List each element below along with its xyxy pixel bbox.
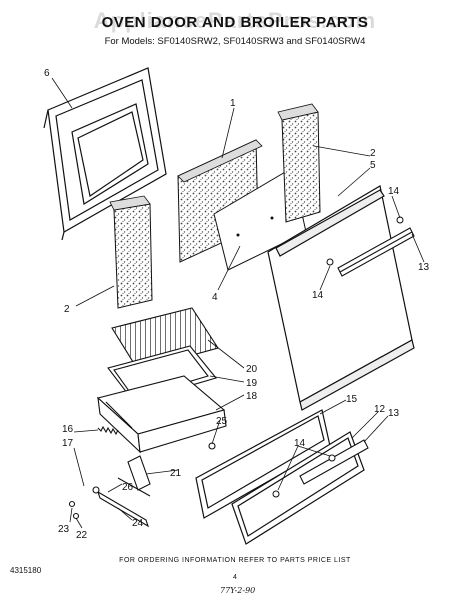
- leader-lines: [51, 77, 425, 529]
- callout-6: 6: [44, 68, 50, 79]
- callout-18: 18: [246, 391, 258, 402]
- outer-door-panel: [267, 185, 415, 411]
- callout-13-lower: 13: [388, 408, 400, 419]
- drawer-handle-lower: [299, 439, 369, 485]
- door-handle-upper: [337, 227, 415, 277]
- callout-19: 19: [246, 378, 258, 389]
- callout-15: 15: [346, 394, 358, 405]
- broiler-drawer-front-inner: [195, 409, 331, 519]
- callout-2-upper: 2: [370, 148, 376, 159]
- handle-screw: [326, 258, 334, 266]
- callout-21: 21: [170, 468, 182, 479]
- document-number: 4315180: [10, 566, 42, 575]
- watermark: AppliancePartsPros.com: [93, 8, 377, 33]
- model-list: For Models: SF0140SRW2, SF0140SRW3 and S…: [104, 36, 366, 47]
- drawer-spring: [97, 425, 119, 436]
- insulation-strip-left: [109, 195, 153, 309]
- callout-14-lower: 14: [294, 438, 306, 449]
- callout-17: 17: [62, 438, 74, 449]
- diagram-title: OVEN DOOR AND BROILER PARTS: [101, 14, 369, 31]
- drawer-screw: [272, 490, 280, 498]
- door-insulation-main: [177, 139, 307, 271]
- callout-4: 4: [212, 292, 218, 303]
- handwritten-note: 77Y-2-90: [220, 586, 256, 595]
- callout-20: 20: [246, 364, 258, 375]
- broiler-drawer: [96, 375, 227, 454]
- callout-13-upper: 13: [418, 262, 430, 273]
- callout-24: 24: [132, 518, 144, 529]
- drawer-screw: [328, 454, 336, 462]
- insulation-strip-right: [277, 103, 321, 223]
- callout-16: 16: [62, 424, 74, 435]
- callout-1: 1: [230, 98, 236, 109]
- callout-12: 12: [374, 404, 386, 415]
- page-number: 4: [233, 574, 237, 581]
- callout-numbers: 6 1 2 5 14 13 14 4 2 20 19 18 25 15 12 1…: [44, 68, 430, 541]
- ordering-info: FOR ORDERING INFORMATION REFER TO PARTS …: [119, 557, 351, 564]
- callout-5: 5: [370, 160, 376, 171]
- callout-14-upper: 14: [388, 186, 400, 197]
- callout-26: 26: [122, 482, 134, 493]
- callout-22: 22: [76, 530, 88, 541]
- inner-door-liner: [43, 67, 167, 241]
- callout-14-middle: 14: [312, 290, 324, 301]
- drawer-hardware: [68, 442, 216, 528]
- callout-25: 25: [216, 416, 228, 427]
- callout-2-lower: 2: [64, 304, 70, 315]
- callout-23: 23: [58, 524, 70, 535]
